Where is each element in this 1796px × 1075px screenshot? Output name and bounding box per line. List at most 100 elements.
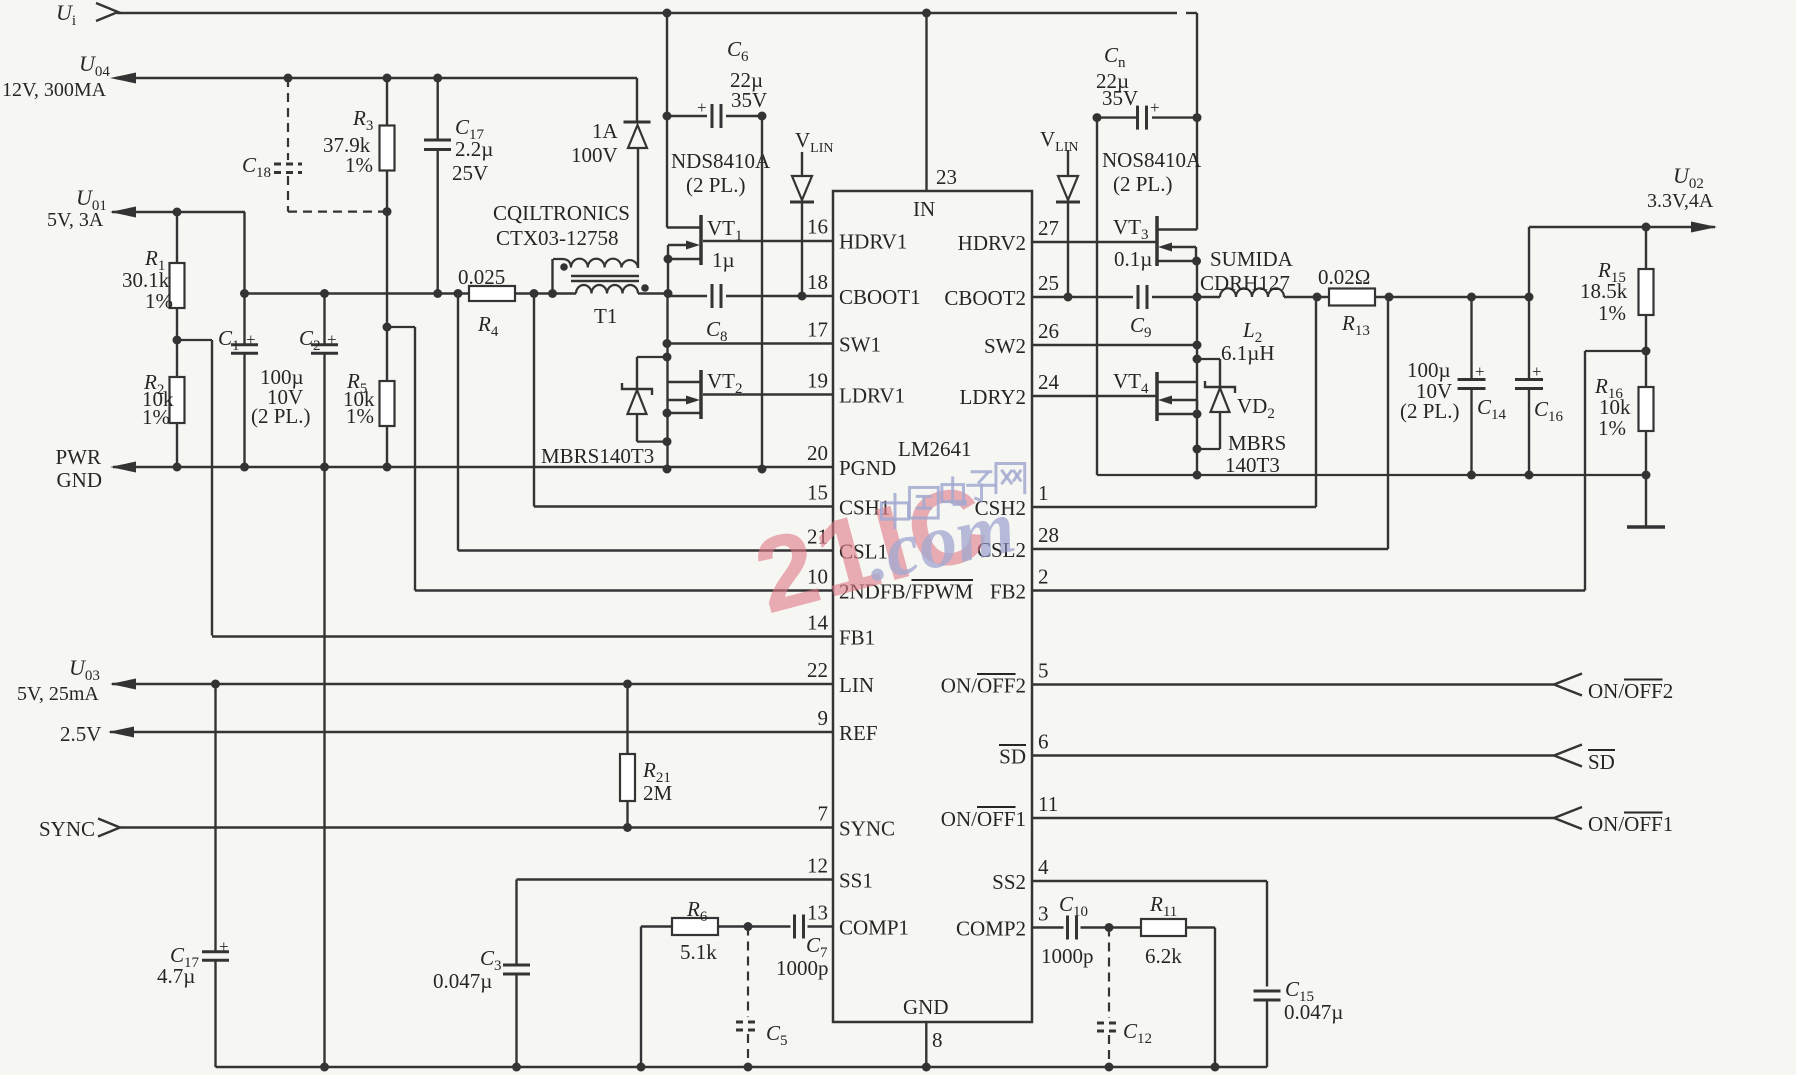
svg-text:SD: SD: [999, 745, 1026, 769]
svg-text:16: 16: [807, 215, 828, 239]
svg-text:C2: C2: [299, 326, 321, 354]
svg-text:CSL1: CSL1: [839, 540, 888, 564]
svg-text:+: +: [327, 330, 337, 349]
svg-text:0.047µ: 0.047µ: [1284, 1000, 1343, 1024]
svg-text:1%: 1%: [1598, 301, 1626, 325]
svg-text:35V: 35V: [731, 88, 767, 112]
svg-text:1%: 1%: [142, 405, 170, 429]
svg-text:U02: U02: [1673, 163, 1704, 192]
svg-text:(2 PL.): (2 PL.): [686, 173, 746, 197]
svg-text:1000p: 1000p: [1041, 944, 1094, 968]
svg-text:R3: R3: [352, 106, 373, 134]
svg-text:0.02Ω: 0.02Ω: [1318, 265, 1370, 289]
svg-text:(2 PL.): (2 PL.): [1400, 399, 1460, 423]
svg-text:35V: 35V: [1102, 86, 1138, 110]
svg-text:(2 PL.): (2 PL.): [251, 404, 311, 428]
svg-text:100µ: 100µ: [260, 365, 304, 389]
svg-text:ON/OFF1: ON/OFF1: [1588, 812, 1673, 836]
svg-text:U01: U01: [76, 185, 107, 214]
svg-text:CQILTRONICS: CQILTRONICS: [493, 201, 630, 225]
svg-text:LM2641: LM2641: [898, 437, 972, 461]
svg-text:CBOOT2: CBOOT2: [944, 286, 1026, 310]
svg-text:Ui: Ui: [56, 0, 76, 29]
svg-text:9: 9: [818, 706, 829, 730]
svg-text:4.7µ: 4.7µ: [157, 964, 195, 988]
svg-text:1%: 1%: [1598, 416, 1626, 440]
svg-text:SYNC: SYNC: [839, 817, 895, 841]
svg-text:U04: U04: [79, 51, 110, 80]
svg-text:2.2µ: 2.2µ: [455, 137, 493, 161]
svg-text:FB2: FB2: [990, 580, 1026, 604]
svg-text:GND: GND: [57, 468, 103, 492]
svg-text:140T3: 140T3: [1225, 453, 1280, 477]
svg-text:1000p: 1000p: [776, 956, 829, 980]
svg-text:+: +: [1150, 98, 1160, 117]
svg-text:27: 27: [1038, 216, 1059, 240]
svg-text:HDRV2: HDRV2: [958, 231, 1026, 255]
svg-text:+: +: [246, 330, 256, 349]
svg-text:13: 13: [807, 901, 828, 925]
svg-text:6: 6: [1038, 730, 1049, 754]
svg-text:NOS8410A: NOS8410A: [1102, 148, 1202, 172]
svg-text:U03: U03: [69, 655, 100, 684]
svg-text:18.5k: 18.5k: [1580, 279, 1628, 303]
svg-text:SS2: SS2: [992, 870, 1026, 894]
svg-text:37.9k: 37.9k: [323, 133, 371, 157]
svg-text:LIN: LIN: [839, 673, 874, 697]
svg-text:C9: C9: [1130, 313, 1152, 341]
svg-text:R1: R1: [144, 246, 165, 274]
svg-text:ON/OFF1: ON/OFF1: [941, 807, 1026, 831]
svg-text:LDRY2: LDRY2: [959, 385, 1026, 409]
svg-text:10k: 10k: [142, 387, 174, 411]
svg-text:C1: C1: [218, 326, 240, 354]
svg-text:22: 22: [807, 658, 828, 682]
svg-text:C17: C17: [170, 943, 200, 971]
svg-text:CSH2: CSH2: [975, 496, 1026, 520]
svg-text:GND: GND: [903, 995, 949, 1019]
svg-text:0.047µ: 0.047µ: [433, 969, 492, 993]
svg-text:R15: R15: [1597, 258, 1626, 286]
svg-text:100µ: 100µ: [1407, 358, 1451, 382]
svg-text:C16: C16: [1534, 397, 1564, 425]
svg-text:R4: R4: [477, 312, 499, 340]
svg-text:11: 11: [1038, 792, 1058, 816]
svg-text:C17: C17: [455, 115, 485, 143]
svg-text:2M: 2M: [643, 781, 673, 805]
svg-text:C6: C6: [727, 37, 749, 65]
svg-text:R21: R21: [642, 758, 671, 786]
svg-text:R5: R5: [346, 369, 367, 397]
svg-text:COMP2: COMP2: [956, 917, 1026, 941]
svg-text:C15: C15: [1285, 977, 1314, 1005]
svg-text:24: 24: [1038, 370, 1060, 394]
svg-text:2NDFB/FPWM: 2NDFB/FPWM: [839, 580, 974, 604]
svg-text:+: +: [1532, 362, 1542, 381]
svg-text:25V: 25V: [452, 161, 488, 185]
svg-text:T1: T1: [594, 304, 617, 328]
svg-text:+: +: [697, 98, 707, 117]
svg-text:MBRS140T3: MBRS140T3: [541, 444, 654, 468]
svg-text:26: 26: [1038, 319, 1059, 343]
svg-text:3.3V,4A: 3.3V,4A: [1647, 190, 1714, 212]
svg-text:C18: C18: [242, 153, 271, 181]
svg-text:CSL2: CSL2: [977, 538, 1026, 562]
svg-text:23: 23: [936, 165, 957, 189]
svg-text:3: 3: [1038, 902, 1049, 926]
svg-text:+: +: [219, 937, 229, 956]
svg-text:CTX03-12758: CTX03-12758: [496, 226, 619, 250]
svg-text:1%: 1%: [145, 289, 173, 313]
svg-text:C7: C7: [806, 933, 828, 961]
svg-text:SYNC: SYNC: [39, 817, 95, 841]
svg-text:15: 15: [807, 481, 828, 505]
svg-text:4: 4: [1038, 855, 1049, 879]
svg-text:20: 20: [807, 441, 828, 465]
svg-text:1%: 1%: [346, 404, 374, 428]
svg-text:C14: C14: [1477, 395, 1507, 423]
svg-text:22µ: 22µ: [730, 68, 763, 92]
svg-text:R11: R11: [1149, 892, 1177, 920]
svg-text:1%: 1%: [345, 153, 373, 177]
svg-text:10k: 10k: [1599, 395, 1631, 419]
svg-text:SW2: SW2: [984, 334, 1026, 358]
svg-text:1A: 1A: [592, 119, 619, 143]
svg-text:12V, 300MA: 12V, 300MA: [2, 79, 107, 101]
svg-text:R16: R16: [1594, 374, 1623, 402]
